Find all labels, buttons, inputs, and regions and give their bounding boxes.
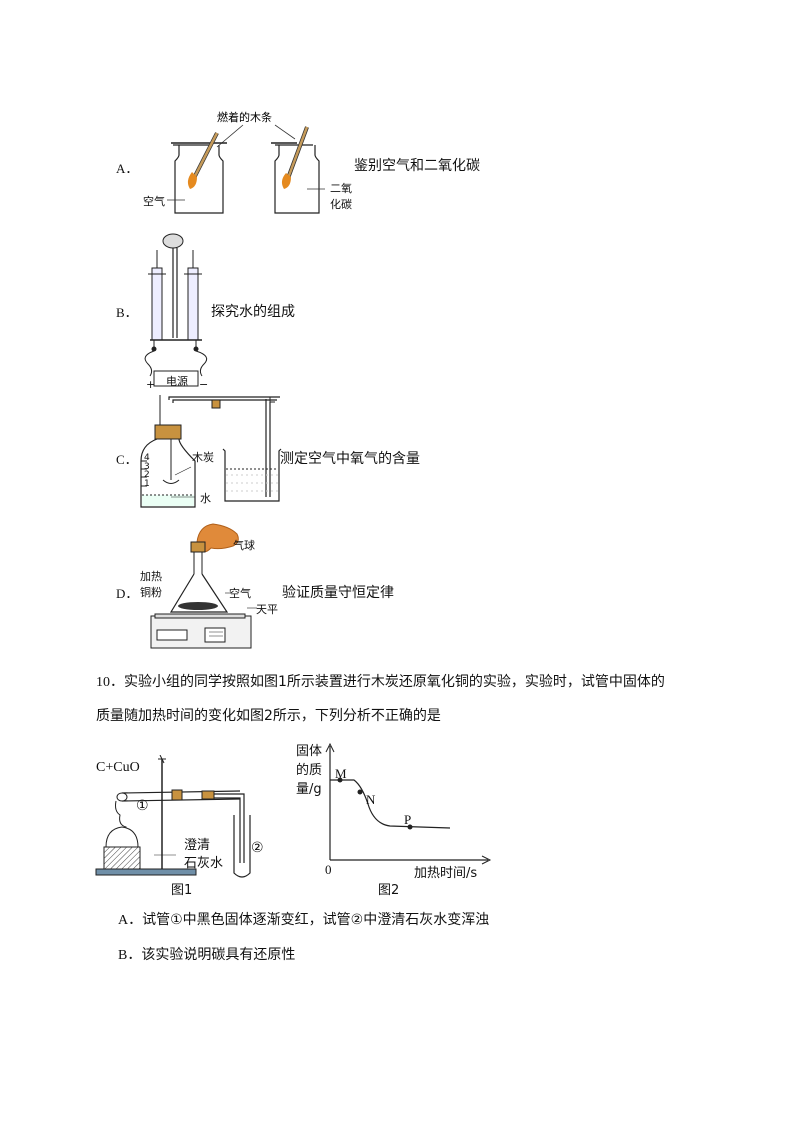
origin-label: 0 [325, 862, 332, 877]
point-n-label: N [366, 792, 376, 807]
charcoal-label: 木炭 [192, 451, 214, 464]
point-m-label: M [335, 766, 347, 781]
power-label: 电源 [166, 375, 188, 388]
water-label: 水 [200, 492, 211, 505]
balance-label: 天平 [256, 603, 278, 616]
question-10-line-2: 质量随加热时间的变化如图2所示，下列分析不正确的是 [96, 708, 441, 724]
mass-conservation-diagram [150, 523, 257, 649]
option-a-letter: A． [116, 161, 139, 176]
option-a-diagram: 燃着的木条 [167, 110, 325, 214]
choice-b: B．该实验说明碳具有还原性 [118, 947, 296, 963]
tube-2-label: ② [251, 840, 264, 856]
limewater-label-1: 澄清 [184, 838, 211, 853]
electrolysis-diagram [144, 233, 208, 387]
option-c-caption: 测定空气中氧气的含量 [280, 451, 420, 467]
figure-2-mass-time-graph [325, 742, 492, 865]
air-label: 空气 [143, 195, 165, 208]
beaker-and-tube [211, 397, 282, 502]
point-p-label: P [404, 812, 412, 827]
option-c-letter: C． [116, 452, 138, 467]
figure-2-ylabel: 固体 的质 量/g [296, 744, 323, 797]
reagent-label: C+CuO [96, 760, 140, 775]
co2-label-1: 二氧 [330, 182, 352, 195]
oxygen-content-diagram [140, 395, 280, 508]
figure-2-caption: 图2 [378, 883, 400, 898]
option-b-letter: B． [116, 305, 138, 320]
option-a-caption: 鉴别空气和二氧化碳 [354, 158, 480, 174]
option-b-caption: 探究水的组成 [211, 304, 295, 320]
minus-sign: − [199, 378, 209, 391]
copper-powder-label: 铜粉 [140, 586, 162, 599]
option-d-letter: D． [116, 586, 139, 601]
figure-1-apparatus [95, 755, 251, 878]
question-10-line-1: 10．实验小组的同学按照如图1所示装置进行木炭还原氧化铜的实验，实验时，试管中固… [96, 674, 665, 690]
tube-1-label: ① [136, 798, 149, 814]
air-label-d: 空气 [229, 587, 251, 600]
balloon-label: 气球 [233, 539, 255, 552]
scale-marks: 4 3 2 1 [144, 453, 150, 489]
limewater-label-2: 石灰水 [184, 856, 224, 871]
option-d-caption: 验证质量守恒定律 [282, 585, 394, 601]
heat-label: 加热 [140, 570, 162, 583]
figure-2-xlabel: 加热时间/s [414, 866, 478, 881]
co2-label-2: 化碳 [330, 198, 352, 211]
figure-1-caption: 图1 [171, 883, 193, 898]
plus-sign: + [146, 378, 156, 391]
burning-stick-label: 燃着的木条 [217, 110, 272, 124]
choice-a: A．试管①中黑色固体逐渐变红，试管②中澄清石灰水变浑浊 [118, 912, 490, 928]
